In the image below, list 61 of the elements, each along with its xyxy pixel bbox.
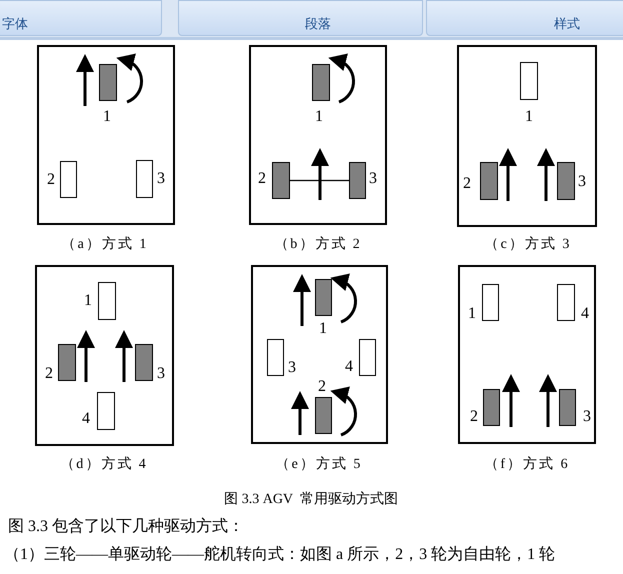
wheel-number: 1	[319, 321, 327, 337]
wheel-number: 3	[157, 366, 165, 382]
panel-caption: （d）方式 4	[60, 455, 148, 473]
panel-caption: （c）方式 3	[484, 235, 572, 253]
ribbon-group-label: 样式	[554, 16, 580, 33]
ribbon-group-label: 字体	[2, 16, 28, 33]
wheel-number: 3	[583, 409, 591, 425]
wheel-number: 2	[470, 409, 478, 425]
wheel-block	[482, 284, 499, 321]
wheel-number: 2	[258, 171, 266, 187]
wheel-block	[99, 64, 117, 101]
wheel-block	[359, 339, 376, 376]
wheel-number: 3	[288, 360, 296, 376]
panel-frame	[37, 45, 175, 225]
ribbon-group-label: 段落	[305, 16, 331, 33]
wheel-block	[349, 162, 366, 199]
wheel-number: 1	[103, 109, 111, 125]
wheel-number: 3	[369, 171, 377, 187]
wheel-block	[520, 62, 538, 100]
panel-caption: （b）方式 2	[274, 235, 362, 253]
wheel-block	[480, 162, 498, 200]
wheel-block	[135, 344, 153, 381]
wheel-block	[97, 392, 115, 430]
wheel-block	[559, 389, 576, 426]
panel-frame	[457, 45, 597, 227]
wheel-number: 2	[463, 176, 471, 192]
wheel-block	[98, 282, 116, 320]
wheel-number: 4	[581, 306, 589, 322]
wheel-number: 2	[47, 172, 55, 188]
panel-frame	[251, 265, 388, 444]
figure-caption: 图 3.3 AGV 常用驱动方式图	[224, 490, 398, 508]
wheel-block	[315, 279, 332, 316]
body-text: 图 3.3 包含了以下几种驱动方式：	[8, 516, 244, 537]
wheel-number: 1	[468, 306, 476, 322]
panel-frame	[35, 265, 174, 446]
wheel-block	[267, 339, 284, 376]
panel-caption: （a）方式 1	[62, 235, 148, 253]
wheel-block	[136, 160, 153, 198]
panel-frame	[458, 265, 596, 444]
wheel-block	[312, 64, 330, 101]
panel-caption: （e）方式 5	[276, 455, 362, 473]
wheel-block	[557, 284, 575, 321]
wheel-block	[60, 161, 77, 198]
wheel-number: 1	[315, 109, 323, 125]
wheel-block	[58, 344, 76, 381]
body-text: （1）三轮——单驱动轮——舵机转向式：如图 a 所示，2，3 轮为自由轮，1 轮	[4, 544, 556, 565]
wheel-number: 3	[157, 171, 165, 187]
panel-caption: （f）方式 6	[484, 455, 570, 473]
wheel-number: 1	[84, 293, 92, 309]
wheel-block	[483, 389, 500, 426]
wheel-number: 2	[45, 366, 53, 382]
wheel-block	[315, 397, 332, 434]
wheel-number: 1	[525, 109, 533, 125]
wheel-number: 4	[82, 411, 90, 427]
wheel-number: 2	[318, 379, 326, 395]
panel-frame	[249, 45, 387, 225]
wheel-number: 3	[578, 174, 586, 190]
wheel-block	[557, 162, 575, 200]
axle-line	[290, 180, 349, 182]
wheel-number: 4	[345, 359, 353, 375]
wheel-block	[272, 162, 290, 199]
